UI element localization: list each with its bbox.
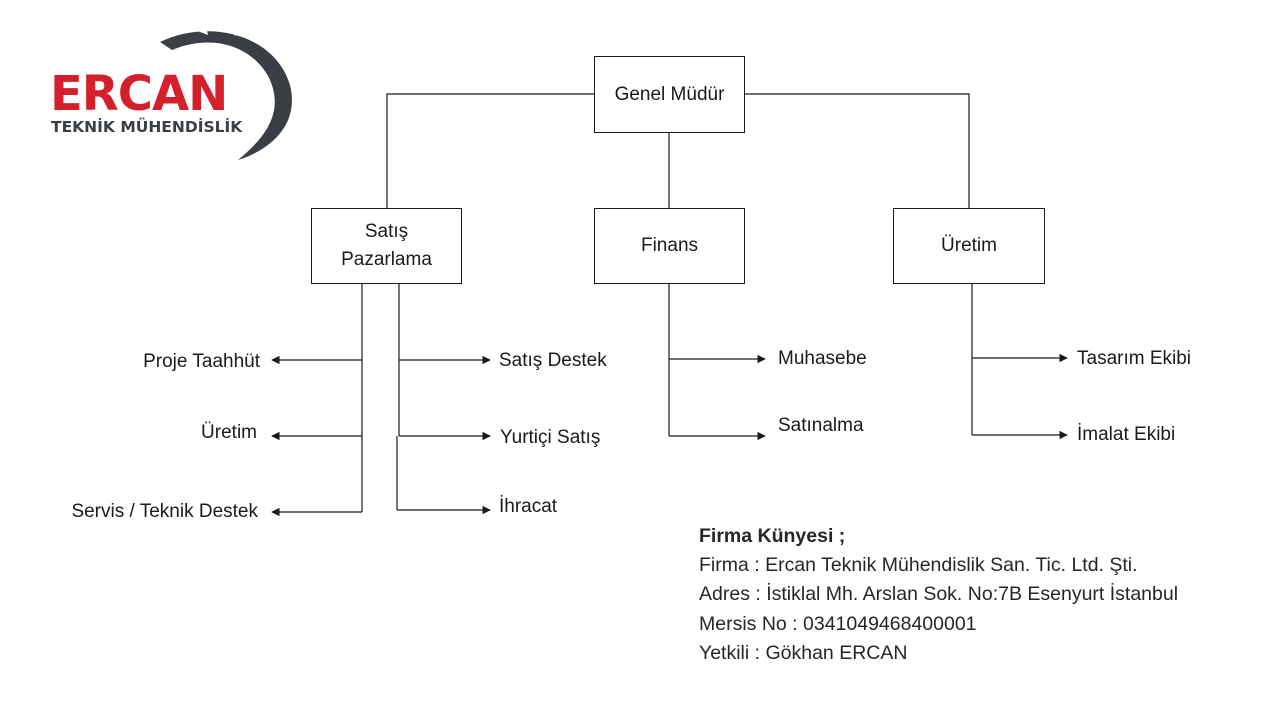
finance-box: Finans bbox=[594, 208, 745, 284]
finance-item-purchasing: Satınalma bbox=[778, 415, 864, 436]
company-info-heading: Firma Künyesi ; bbox=[699, 525, 846, 547]
sales-right-item-domestic: Yurtiçi Satış bbox=[500, 427, 601, 448]
ceo-label: Genel Müdür bbox=[614, 83, 725, 105]
production-box: Üretim bbox=[893, 208, 1045, 284]
sales-label-line2: Pazarlama bbox=[341, 249, 432, 270]
company-info-name: Firma : Ercan Teknik Mühendislik San. Ti… bbox=[699, 554, 1138, 577]
finance-item-accounting: Muhasebe bbox=[778, 348, 867, 369]
company-info-mersis: Mersis No : 0341049468400001 bbox=[699, 612, 977, 635]
finance-label: Finans bbox=[640, 235, 699, 256]
sales-label-line1: Satış bbox=[364, 221, 409, 242]
production-label: Üretim bbox=[941, 235, 997, 256]
company-info-address: Adres : İstiklal Mh. Arslan Sok. No:7B E… bbox=[699, 583, 1179, 606]
logo-tagline-text: TEKNİK MÜHENDİSLİK bbox=[51, 117, 243, 136]
logo-swoosh bbox=[160, 31, 292, 160]
company-info-contact: Yetkili : Gökhan ERCAN bbox=[699, 641, 908, 664]
ercan-logo: ERCAN TEKNİK MÜHENDİSLİK bbox=[50, 22, 292, 160]
logo-brand-text: ERCAN bbox=[50, 66, 227, 122]
sales-left-item-service: Servis / Teknik Destek bbox=[71, 501, 258, 522]
production-item-design: Tasarım Ekibi bbox=[1077, 348, 1192, 369]
logo-swoosh-notch bbox=[195, 22, 240, 36]
sales-left-item-production: Üretim bbox=[201, 422, 257, 443]
sales-left-item-project: Proje Taahhüt bbox=[143, 351, 260, 372]
company-info-block: Firma Künyesi ; Firma : Ercan Teknik Müh… bbox=[699, 522, 1178, 668]
sales-right-item-support: Satış Destek bbox=[499, 350, 607, 371]
ceo-box: Genel Müdür bbox=[594, 56, 745, 133]
sales-marketing-box: Satış Pazarlama bbox=[311, 208, 462, 284]
sales-right-item-export: İhracat bbox=[499, 496, 558, 517]
production-item-manufacturing: İmalat Ekibi bbox=[1077, 424, 1176, 445]
